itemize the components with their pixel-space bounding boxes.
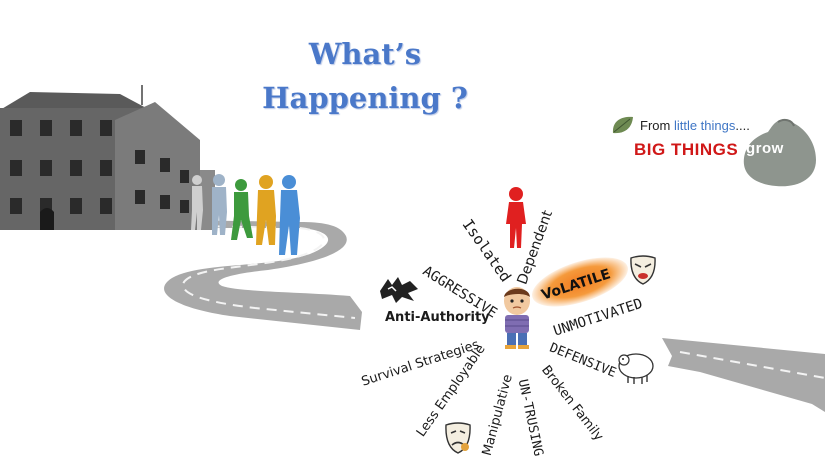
sad-mask-icon <box>445 422 471 454</box>
logo-grow: grow <box>746 140 784 157</box>
logo-prefix: From <box>640 118 674 133</box>
page-title: What’s Happening ? <box>240 32 490 120</box>
logo: From little things.... BIG THINGS grow <box>610 112 820 192</box>
sheep-icon <box>618 353 654 384</box>
prison-building <box>0 85 215 230</box>
wolf-icon <box>380 277 418 303</box>
logo-tagline: From little things.... <box>640 118 750 133</box>
title-line-1: What’s <box>308 37 422 71</box>
logo-slogan: BIG THINGS grow <box>634 140 783 160</box>
word-anti-authority: Anti-Authority <box>385 310 490 325</box>
logo-suffix: .... <box>735 118 750 133</box>
seed-bag-icon <box>743 118 816 187</box>
logo-highlight: little things <box>673 118 736 133</box>
logo-big-things: BIG THINGS <box>634 140 739 159</box>
red-figure <box>506 187 526 248</box>
angry-mask-icon <box>630 255 656 285</box>
walking-people <box>191 174 300 255</box>
leaf-icon <box>612 116 633 134</box>
boy-figure <box>504 287 530 349</box>
title-line-2: Happening ? <box>262 81 468 115</box>
